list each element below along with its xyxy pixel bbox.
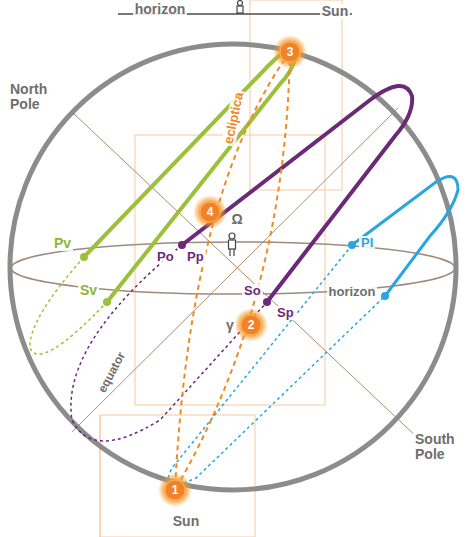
callout-dot: 4 — [199, 201, 221, 223]
diagram-label: horizon — [327, 285, 378, 299]
callout-number: 4 — [199, 201, 221, 223]
callout-dot: 2 — [240, 314, 262, 336]
diagram-label: Ω — [229, 212, 244, 227]
diagram-label: South Pole — [413, 432, 463, 463]
callout-dot: 3 — [279, 41, 301, 63]
diagram-label: Po — [155, 250, 176, 264]
diagram-label: equator — [95, 349, 129, 398]
diagram-label: Sp — [275, 306, 296, 320]
diagram-label: Sv — [78, 283, 99, 298]
callout-number: 2 — [240, 314, 262, 336]
diagram-label: horizon — [133, 2, 188, 17]
callout-number: 3 — [279, 41, 301, 63]
callout-dot: 1 — [164, 479, 186, 501]
diagram-label: Sun — [320, 4, 350, 19]
diagram-label: Sun — [171, 514, 201, 529]
diagram-label: ecliptica — [221, 89, 247, 147]
diagram-label: Pv — [52, 236, 73, 251]
diagram-label: γ — [224, 318, 236, 333]
diagram-label: North Pole — [8, 82, 62, 113]
callout-number: 1 — [164, 479, 186, 501]
diagram-label: So — [242, 284, 263, 298]
diagram-label: PI — [359, 236, 375, 250]
diagram-label: Pp — [185, 250, 206, 264]
